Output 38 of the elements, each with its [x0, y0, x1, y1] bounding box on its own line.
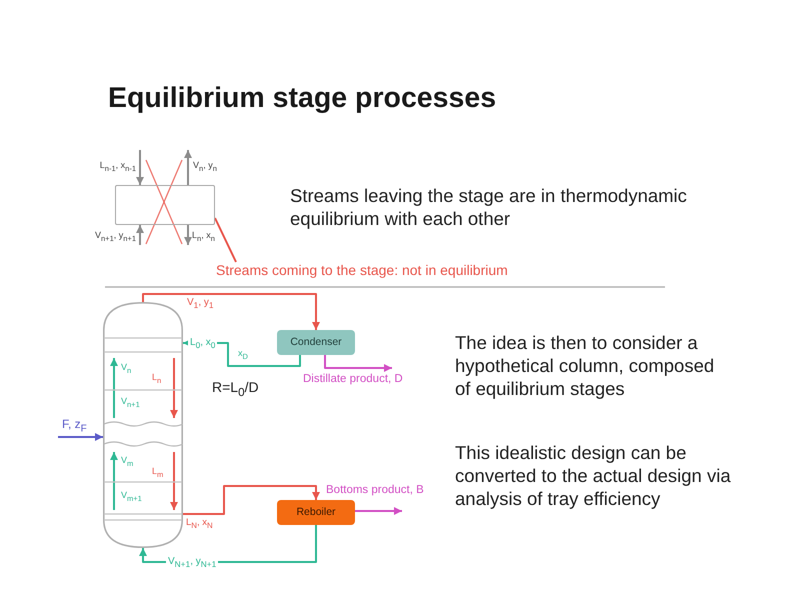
edge-label: L$_{N}$, x$_{N}$ — [186, 518, 213, 530]
stream-label: L$_{n}$ — [152, 372, 162, 386]
edge-label: L$_{n-1}$, x$_{n-1}$ — [100, 160, 136, 174]
arrow — [324, 355, 392, 372]
arrow — [142, 293, 320, 330]
edge-label: F, z$_{F}$ — [62, 418, 87, 435]
stream-label: V$_{m+1}$ — [121, 490, 142, 504]
arrow — [184, 150, 192, 185]
stream-label: V$_{m}$ — [121, 455, 134, 468]
stream-label: V$_{n+1}$ — [121, 396, 140, 410]
stream-label: L$_{m}$ — [152, 466, 164, 480]
slide-title: Equilibrium stage processes — [108, 82, 496, 115]
arrow — [136, 150, 144, 185]
edge-label: V$_{1}$, y$_{1}$ — [187, 297, 214, 311]
arrow — [58, 433, 103, 441]
edge-label: V$_{n+1}$, y$_{n+1}$ — [95, 230, 136, 244]
stream-label: V$_{n}$ — [121, 362, 132, 376]
leader-line — [214, 218, 237, 262]
formula-text: R=L$_{0}$/D — [212, 379, 259, 400]
edge-label: Bottoms product, B — [326, 484, 424, 498]
annotation-text: Streams coming to the stage: not in equilibrium — [216, 262, 508, 279]
condenser-box: Condenser — [277, 330, 355, 355]
edge-label: L$_{n}$, x$_{n}$ — [192, 230, 215, 244]
arrow — [184, 225, 192, 245]
distillation-column — [103, 302, 183, 548]
arrow — [183, 485, 320, 515]
body-text: Streams leaving the stage are in thermodynamic equilibrium with each other — [290, 184, 688, 230]
edge-label: L$_{0}$, x$_{0}$ — [188, 337, 218, 351]
arrow — [136, 225, 144, 245]
edge-label: V$_{n}$, y$_{n}$ — [193, 160, 217, 174]
body-text: The idea is then to consider a hypothetical column, composed of equilibrium stages — [455, 331, 716, 400]
body-text: This idealistic design can be converted to the actual design via analysis of tray efficiency — [455, 441, 732, 510]
stage-box — [115, 185, 215, 225]
stream-label: x$_{D}$ — [238, 348, 248, 362]
reboiler-box: Reboiler — [277, 500, 355, 525]
edge-label: V$_{N+1}$, y$_{N+1}$ — [166, 556, 218, 570]
arrow — [355, 507, 402, 515]
edge-label: Distillate product, D — [303, 373, 403, 386]
